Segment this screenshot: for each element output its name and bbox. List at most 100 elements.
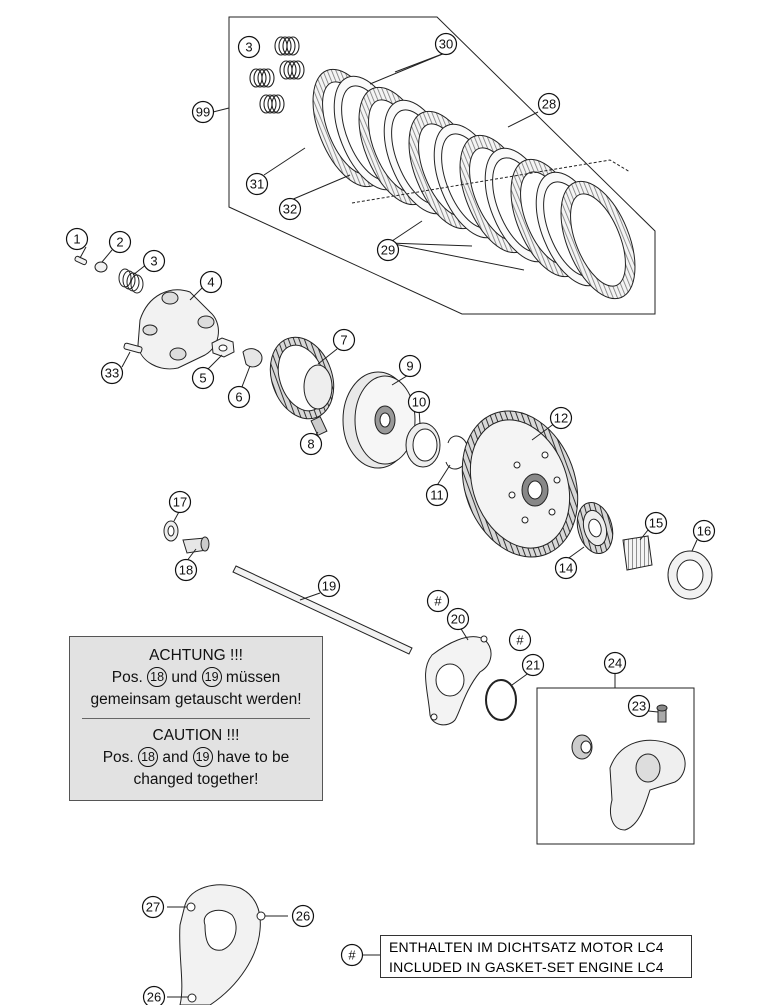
callout-c19: 19 [317,574,341,598]
warning-notice: ACHTUNG !!! Pos. 18 und 19 müssen gemein… [69,636,323,801]
notice-en-pos: Pos. [102,749,134,766]
callout-circle [376,238,400,262]
callout-c15: 15 [644,511,668,535]
callout-label: 3 [150,254,157,269]
callout-c24: 24 [603,651,627,675]
notice-en-line3: changed together! [133,771,259,788]
callout-circle [278,197,302,221]
callout-c11: 11 [425,483,449,507]
callout-c26b: 26 [142,985,166,1005]
cover-gasket-and-oring [425,635,517,726]
callout-c17: 17 [168,490,192,514]
disc-kit-frame [228,16,656,315]
engine-cover-partial [179,884,266,1005]
leader-lines [212,52,631,271]
callout-c3a: 3 [237,35,261,59]
callout-circle [142,985,166,1005]
gasket-set-legend: ENTHALTEN IM DICHTSATZ MOTOR LC4 INCLUDE… [380,935,692,978]
callout-label: 15 [649,516,663,531]
callout-c2: 2 [108,230,132,254]
pushrod-group [163,520,413,655]
callout-circle [407,390,431,414]
callout-label: 26 [147,990,161,1005]
callout-circle [603,651,627,675]
callout-circle [692,519,716,543]
callout-circle [141,895,165,919]
callout-circle [317,574,341,598]
callout-circle [537,92,561,116]
callout-c21h: # [508,628,532,652]
callout-label: 28 [542,97,556,112]
notice-de-ref-a: 18 [147,667,168,687]
callout-label: 32 [283,202,297,217]
callout-label: 21 [526,658,540,673]
notice-divider [82,718,310,719]
callout-label: 14 [559,561,573,576]
callout-circle [142,249,166,273]
callout-c33: 33 [100,361,124,385]
callout-label: 20 [451,612,465,627]
notice-en-ref-b: 19 [192,747,213,767]
callout-circle [340,943,364,967]
callout-label: 4 [207,275,214,290]
callout-label: 16 [697,524,711,539]
notice-de-und: und [171,669,198,686]
callout-label: 8 [307,437,314,452]
callout-c16: 16 [692,519,716,543]
clutch-pressure-disc [342,371,416,469]
notice-en-ref-a: 18 [138,747,159,767]
callout-label: # [516,633,524,648]
callout-c1: 1 [65,227,89,251]
notice-de-pos: Pos. [111,669,143,686]
legend-line-de: ENTHALTEN IM DICHTSATZ MOTOR LC4 [389,939,664,955]
callout-c31: 31 [245,172,269,196]
notice-de-tail: müssen [225,669,281,686]
callout-circle [291,904,315,928]
callout-label: 30 [439,37,453,52]
callout-label: 10 [412,395,426,410]
callout-label: 27 [146,900,160,915]
callout-c5: 5 [191,366,215,390]
callout-c23: 23 [627,694,651,718]
notice-en-tail: have to be [216,749,290,766]
callout-circle [627,694,651,718]
callout-label: 7 [340,333,347,348]
legend-line-en: INCLUDED IN GASKET-SET ENGINE LC4 [389,959,664,975]
callout-circle [237,35,261,59]
callout-c8: 8 [299,432,323,456]
clutch-spring-set [249,36,305,114]
callout-label: 18 [179,563,193,578]
callout-label: # [434,594,442,609]
callout-c20h: # [426,589,450,613]
callout-c6: 6 [227,385,251,409]
callout-c7: 7 [332,328,356,352]
notice-de-title: ACHTUNG !!! [149,647,243,664]
callout-circle [174,558,198,582]
clutch-disc-stack [312,68,636,300]
callout-circle [508,628,532,652]
callout-label: # [348,948,356,963]
callout-cLegend: # [340,943,364,967]
callout-label: 17 [173,495,187,510]
callout-label: 29 [381,243,395,258]
callout-label: 26 [296,909,310,924]
callout-c10: 10 [407,390,431,414]
callout-circle [426,589,450,613]
callout-label: 9 [406,359,413,374]
callout-circle [521,653,545,677]
callout-label: 1 [73,232,80,247]
notice-de-line2: Pos. 18 und 19 müssen [70,667,322,689]
callout-label: 24 [608,656,622,671]
notice-en-and: and [162,749,189,766]
callout-label: 5 [199,371,206,386]
clutch-slave-cylinder [571,704,686,831]
callout-c26a: 26 [291,904,315,928]
callout-c18: 18 [174,558,198,582]
callout-circle [425,483,449,507]
callout-c20: 20 [446,607,470,631]
callout-label: 3 [245,40,252,55]
callout-label: 99 [196,105,210,120]
callout-circle [554,556,578,580]
callout-label: 23 [632,699,646,714]
